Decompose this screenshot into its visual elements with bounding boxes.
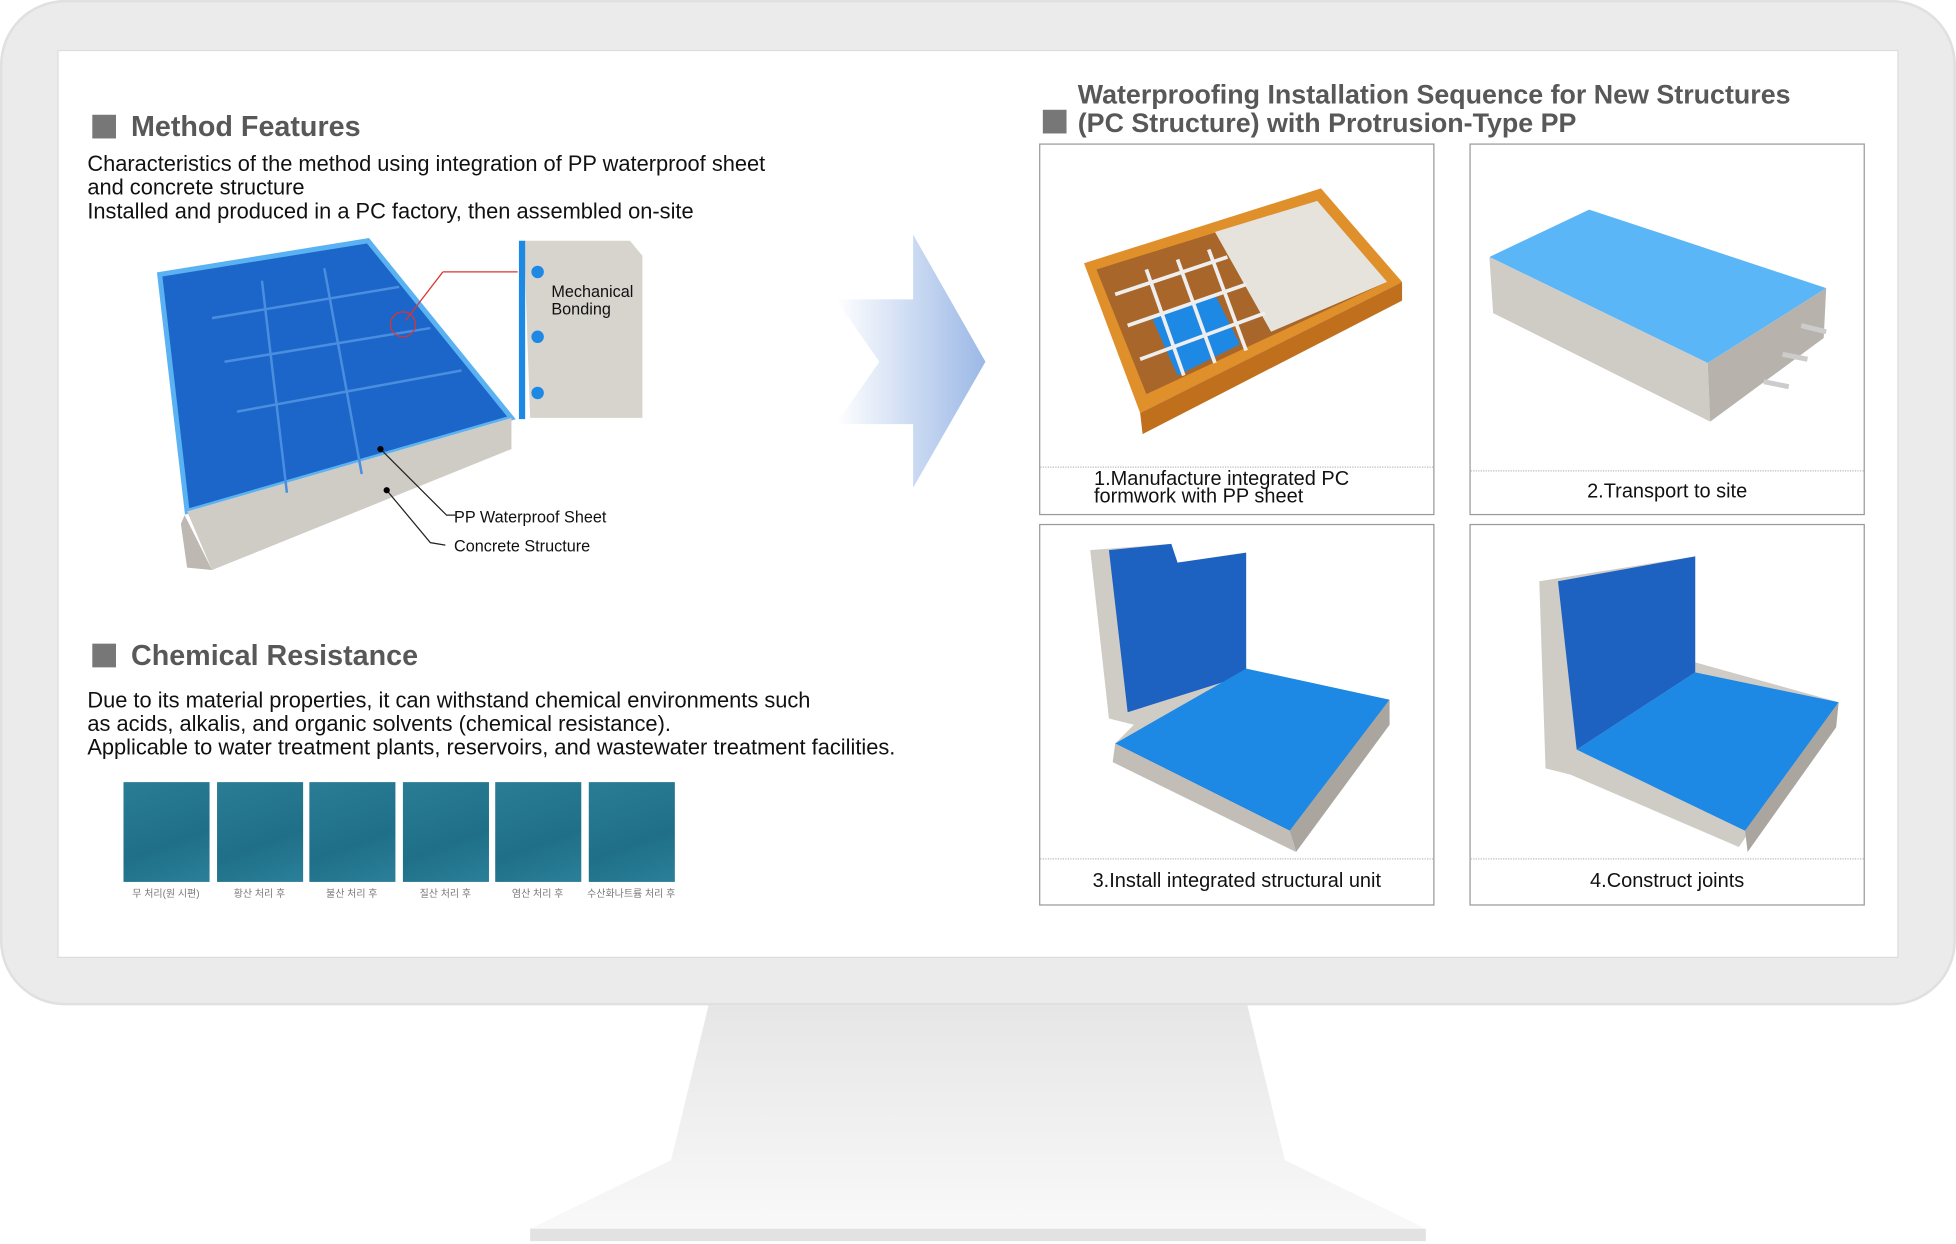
line: and concrete structure	[87, 174, 305, 200]
sample-label: 수산화나트륨 처리 후	[587, 888, 676, 900]
step-3-caption: 3.Install integrated structural unit	[1040, 858, 1434, 904]
method-features-description: Characteristics of the method using inte…	[87, 152, 765, 223]
install-unit-illustration	[1090, 543, 1390, 852]
label-line: Bonding	[551, 299, 611, 319]
sample-label: 질산 처리 후	[419, 888, 472, 900]
bullet-square-icon	[92, 114, 117, 139]
caption-line: formwork with PP sheet	[1093, 486, 1304, 508]
line: Due to its material properties, it can w…	[87, 687, 811, 713]
arrow-right-icon	[835, 234, 986, 488]
concrete-label: Concrete Structure	[454, 536, 591, 556]
bullet-square-icon	[92, 643, 117, 668]
sample-swatch	[402, 782, 489, 882]
heading-text: Chemical Resistance	[130, 638, 419, 672]
precast-slab-illustration	[1489, 209, 1827, 422]
heading-line: Waterproofing Installation Sequence for …	[1077, 79, 1791, 110]
step-3-panel: 3.Install integrated structural unit	[1039, 523, 1435, 906]
sample-label: 황산 처리 후	[233, 888, 286, 900]
bullet-square-icon	[1042, 109, 1067, 134]
sample-swatch	[217, 782, 304, 882]
step-4-caption: 4.Construct joints	[1470, 858, 1864, 904]
pool-illustration	[156, 238, 643, 571]
sample-label: 무 처리(원 시편)	[132, 888, 200, 900]
sample-label: 불산 처리 후	[326, 888, 378, 900]
heading-line: (PC Structure) with Protrusion-Type PP	[1077, 108, 1577, 139]
step-2-panel: 2.Transport to site	[1469, 143, 1865, 516]
sample-swatch	[588, 782, 675, 882]
pp-sheet-label: PP Waterproof Sheet	[454, 507, 607, 527]
method-features-heading: Method Features	[92, 109, 361, 144]
line: Characteristics of the method using inte…	[87, 150, 766, 176]
chemical-resistance-description: Due to its material properties, it can w…	[87, 687, 896, 760]
chemical-resistance-heading: Chemical Resistance	[92, 639, 418, 673]
joints-illustration	[1539, 556, 1839, 852]
line: as acids, alkalis, and organic solvents …	[87, 711, 671, 736]
line: Applicable to water treatment plants, re…	[87, 734, 896, 760]
sequence-heading: Waterproofing Installation Sequence for …	[1077, 79, 1791, 139]
heading-text: Method Features	[130, 109, 361, 143]
line: Installed and produced in a PC factory, …	[87, 198, 694, 224]
sample-label: 염산 처리 후	[511, 888, 564, 900]
caption-line: 1.Manufacture integrated PC	[1093, 469, 1350, 491]
step-2-caption: 2.Transport to site	[1470, 470, 1864, 514]
sample-swatch	[495, 782, 582, 882]
sample-swatch	[123, 782, 210, 882]
label-line: Mechanical	[551, 281, 634, 301]
step-4-panel: 4.Construct joints	[1469, 523, 1865, 906]
sample-swatch	[309, 782, 396, 882]
formwork-illustration	[1083, 188, 1403, 435]
